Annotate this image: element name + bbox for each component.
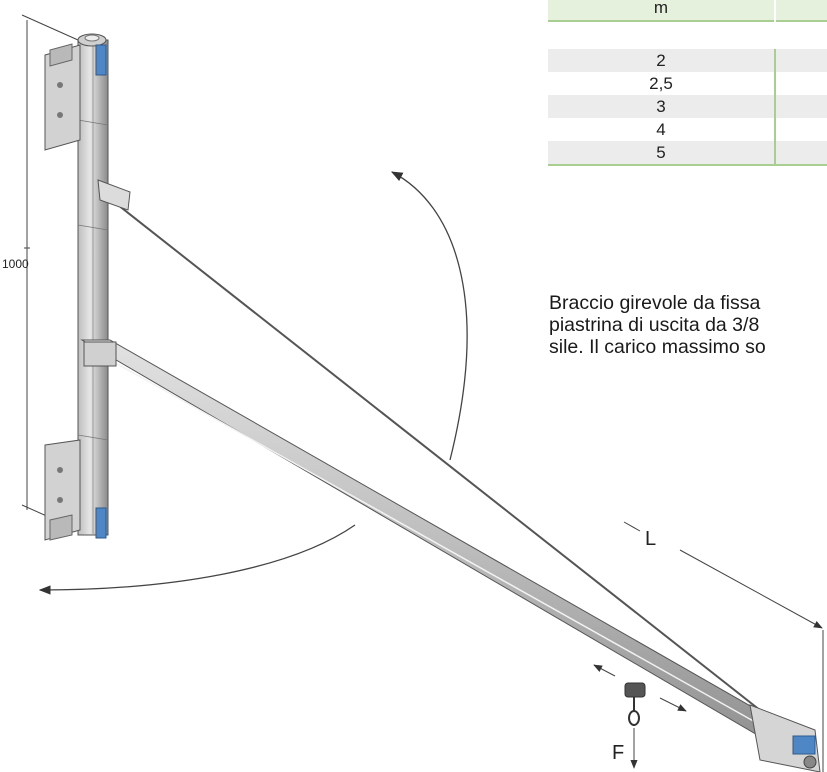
table-cell — [774, 49, 827, 72]
table-header-row: m — [548, 0, 827, 21]
spec-table: m 2 2,5 3 4 5 — [548, 0, 827, 166]
swivel-arm-beam — [80, 339, 811, 761]
rotation-arrows — [38, 171, 468, 595]
description-line: Braccio girevole da fissa — [549, 292, 761, 314]
table-cell-length: 3 — [548, 95, 775, 118]
trolley-hook — [593, 664, 687, 769]
table-header-cell — [774, 0, 827, 21]
table-cell — [774, 95, 827, 118]
force-label: F — [612, 742, 625, 764]
length-dimension — [623, 521, 824, 772]
table-cell-length: 2 — [548, 49, 775, 72]
table-row: 5 — [548, 141, 827, 166]
top-wall-bracket — [44, 43, 107, 151]
product-description: Braccio girevole da fissa piastrina di u… — [549, 292, 827, 358]
rod-attachment-plate — [97, 179, 131, 211]
table-row: 3 — [548, 95, 827, 118]
table-cell-length: 2,5 — [548, 72, 775, 95]
tie-rod — [117, 204, 771, 719]
table-header-unit: m — [548, 0, 775, 21]
table-cell-length: 4 — [548, 118, 775, 141]
table-cell — [774, 141, 827, 166]
description-line: sile. Il carico massimo so — [549, 336, 766, 358]
height-dimension-label: 1000 — [2, 257, 29, 271]
table-row: 4 — [548, 118, 827, 141]
bottom-wall-bracket — [44, 439, 107, 541]
table-cell-length: 5 — [548, 141, 775, 166]
table-spacer-row — [548, 20, 827, 49]
length-dimension-label: L — [645, 528, 657, 550]
table-cell — [774, 118, 827, 141]
table-row: 2,5 — [548, 72, 827, 95]
table-cell — [774, 72, 827, 95]
vertical-post — [77, 33, 109, 536]
table-row: 2 — [548, 49, 827, 72]
description-line: piastrina di uscita da 3/8 — [549, 314, 760, 336]
arm-end-cap — [749, 704, 821, 772]
